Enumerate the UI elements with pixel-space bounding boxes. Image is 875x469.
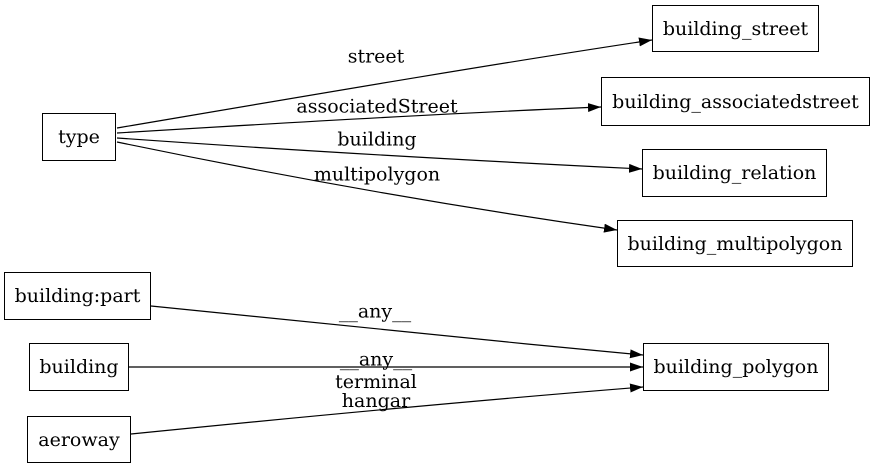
node-building: building — [29, 343, 129, 391]
edge-label-building-part-to-building_polygon: __any__ — [338, 300, 412, 323]
node-type: type — [42, 113, 116, 161]
edge-type-to-building_street — [116, 37, 653, 129]
edge-label-type-to-building_street: street — [347, 45, 405, 68]
edge-label-aeroway-to-building_polygon: terminal hangar — [335, 371, 417, 412]
edge-type-to-building_relation — [116, 137, 643, 173]
edge-label-type-to-building_multipolygon: multipolygon — [313, 163, 441, 186]
edge-type-to-building_associatedstreet — [116, 103, 602, 134]
node-building_associatedstreet: building_associatedstreet — [601, 77, 870, 126]
edge-building-part-to-building_polygon — [150, 305, 644, 359]
node-building-part: building:part — [4, 272, 151, 320]
edge-label-type-to-building_relation: building — [337, 128, 417, 151]
node-building_street: building_street — [652, 5, 819, 52]
edge-aeroway-to-building_polygon — [130, 383, 644, 435]
node-aeroway: aeroway — [27, 416, 131, 463]
edge-label-type-to-building_associatedstreet: associatedStreet — [296, 95, 458, 118]
node-building_relation: building_relation — [642, 149, 827, 197]
node-building_multipolygon: building_multipolygon — [617, 220, 853, 267]
edge-label-building-to-building_polygon: __any__ — [339, 348, 413, 371]
edge-type-to-building_multipolygon — [116, 141, 618, 233]
node-building_polygon: building_polygon — [643, 343, 829, 391]
